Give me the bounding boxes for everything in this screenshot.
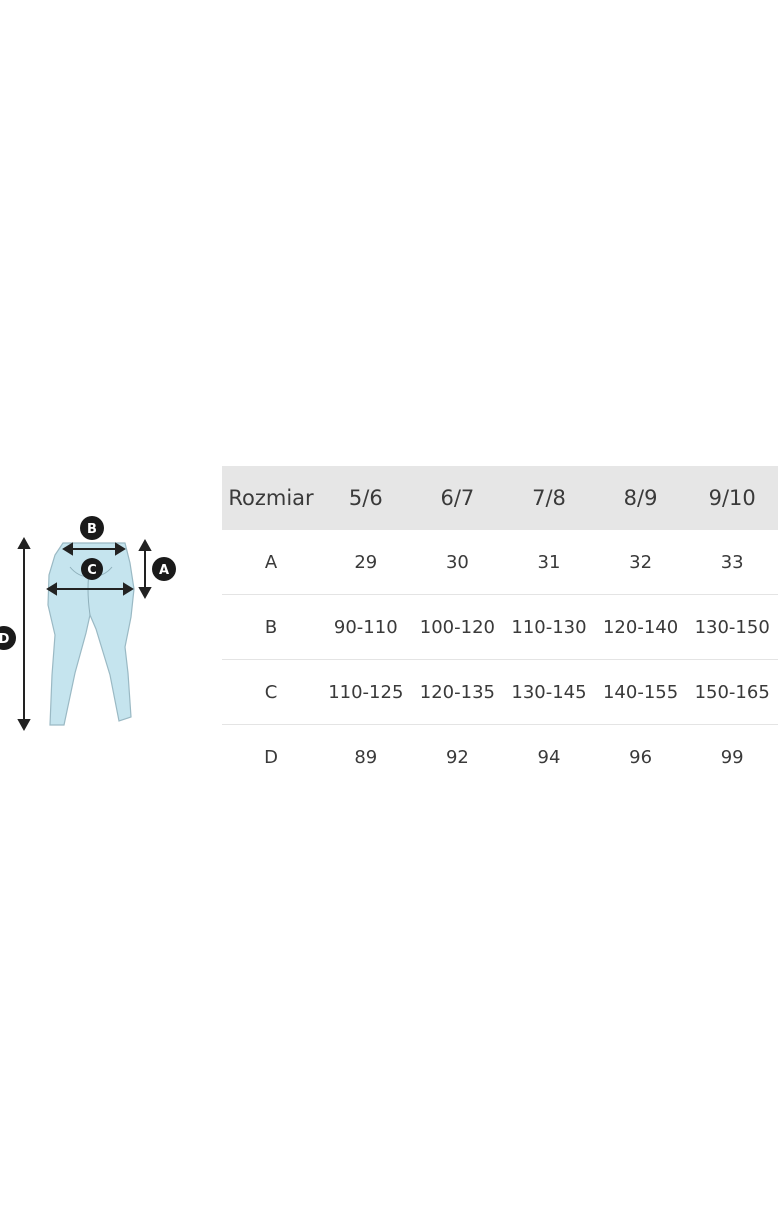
header-cell-size: 7/8 — [503, 466, 595, 530]
table-cell: 32 — [629, 551, 653, 573]
table-cell: 120-140 — [594, 594, 687, 660]
header-cell-size-label: Rozmiar — [222, 466, 320, 530]
table-cell: 90-110 — [320, 594, 412, 660]
table-cell: 150-165 — [686, 659, 778, 725]
table-cell: 120-135 — [411, 659, 504, 725]
svg-text:D: D — [0, 632, 10, 647]
table-cell: 110-130 — [503, 594, 595, 660]
measure-d-arrow — [17, 536, 31, 732]
table-cell: 96 — [594, 724, 687, 789]
marker-c-icon: C — [81, 558, 103, 580]
size-chart-table: Rozmiar 5/6 6/7 7/8 8/9 9/10 A 29 30 31 … — [222, 466, 778, 789]
svg-text:A: A — [159, 563, 169, 578]
measure-b-arrow — [62, 542, 126, 556]
table-cell: 92 — [411, 724, 504, 789]
table-cell: 100-120 — [411, 594, 504, 660]
table-cell: 94 — [503, 724, 595, 789]
marker-a-icon: A — [152, 557, 176, 581]
table-row: C 110-125 120-135 130-145 140-155 150-16… — [222, 659, 778, 725]
leggings-measurement-diagram: D B C A — [0, 505, 200, 745]
table-cell: 30 — [445, 551, 469, 573]
header-cell-size: 6/7 — [411, 466, 504, 530]
table-row: A 29 30 31 32 33 — [222, 530, 778, 595]
row-label-cell: A — [264, 551, 278, 573]
svg-text:B: B — [87, 522, 97, 537]
marker-d-icon: D — [0, 626, 16, 650]
table-cell: 89 — [320, 724, 412, 789]
row-label-cell: B — [222, 594, 320, 660]
table-row: B 90-110 100-120 110-130 120-140 130-150 — [222, 594, 778, 660]
measure-c-arrow — [46, 582, 134, 596]
table-cell: 29 — [354, 551, 378, 573]
table-cell: 130-145 — [503, 659, 595, 725]
table-row: D 89 92 94 96 99 — [222, 724, 778, 789]
table-header-row: Rozmiar 5/6 6/7 7/8 8/9 9/10 — [222, 466, 778, 530]
header-cell-size: 9/10 — [686, 466, 778, 530]
row-label-cell: C — [222, 659, 320, 725]
header-cell-size: 8/9 — [594, 466, 687, 530]
row-label-cell: D — [222, 724, 320, 789]
svg-text:C: C — [87, 563, 97, 578]
table-cell: 99 — [686, 724, 778, 789]
table-cell: 31 — [537, 551, 561, 573]
table-cell: 110-125 — [320, 659, 412, 725]
table-cell: 33 — [720, 551, 744, 573]
header-cell-size: 5/6 — [320, 466, 412, 530]
table-cell: 130-150 — [686, 594, 778, 660]
table-cell: 140-155 — [594, 659, 687, 725]
marker-b-icon: B — [80, 516, 104, 540]
measure-a-arrow — [138, 538, 152, 600]
